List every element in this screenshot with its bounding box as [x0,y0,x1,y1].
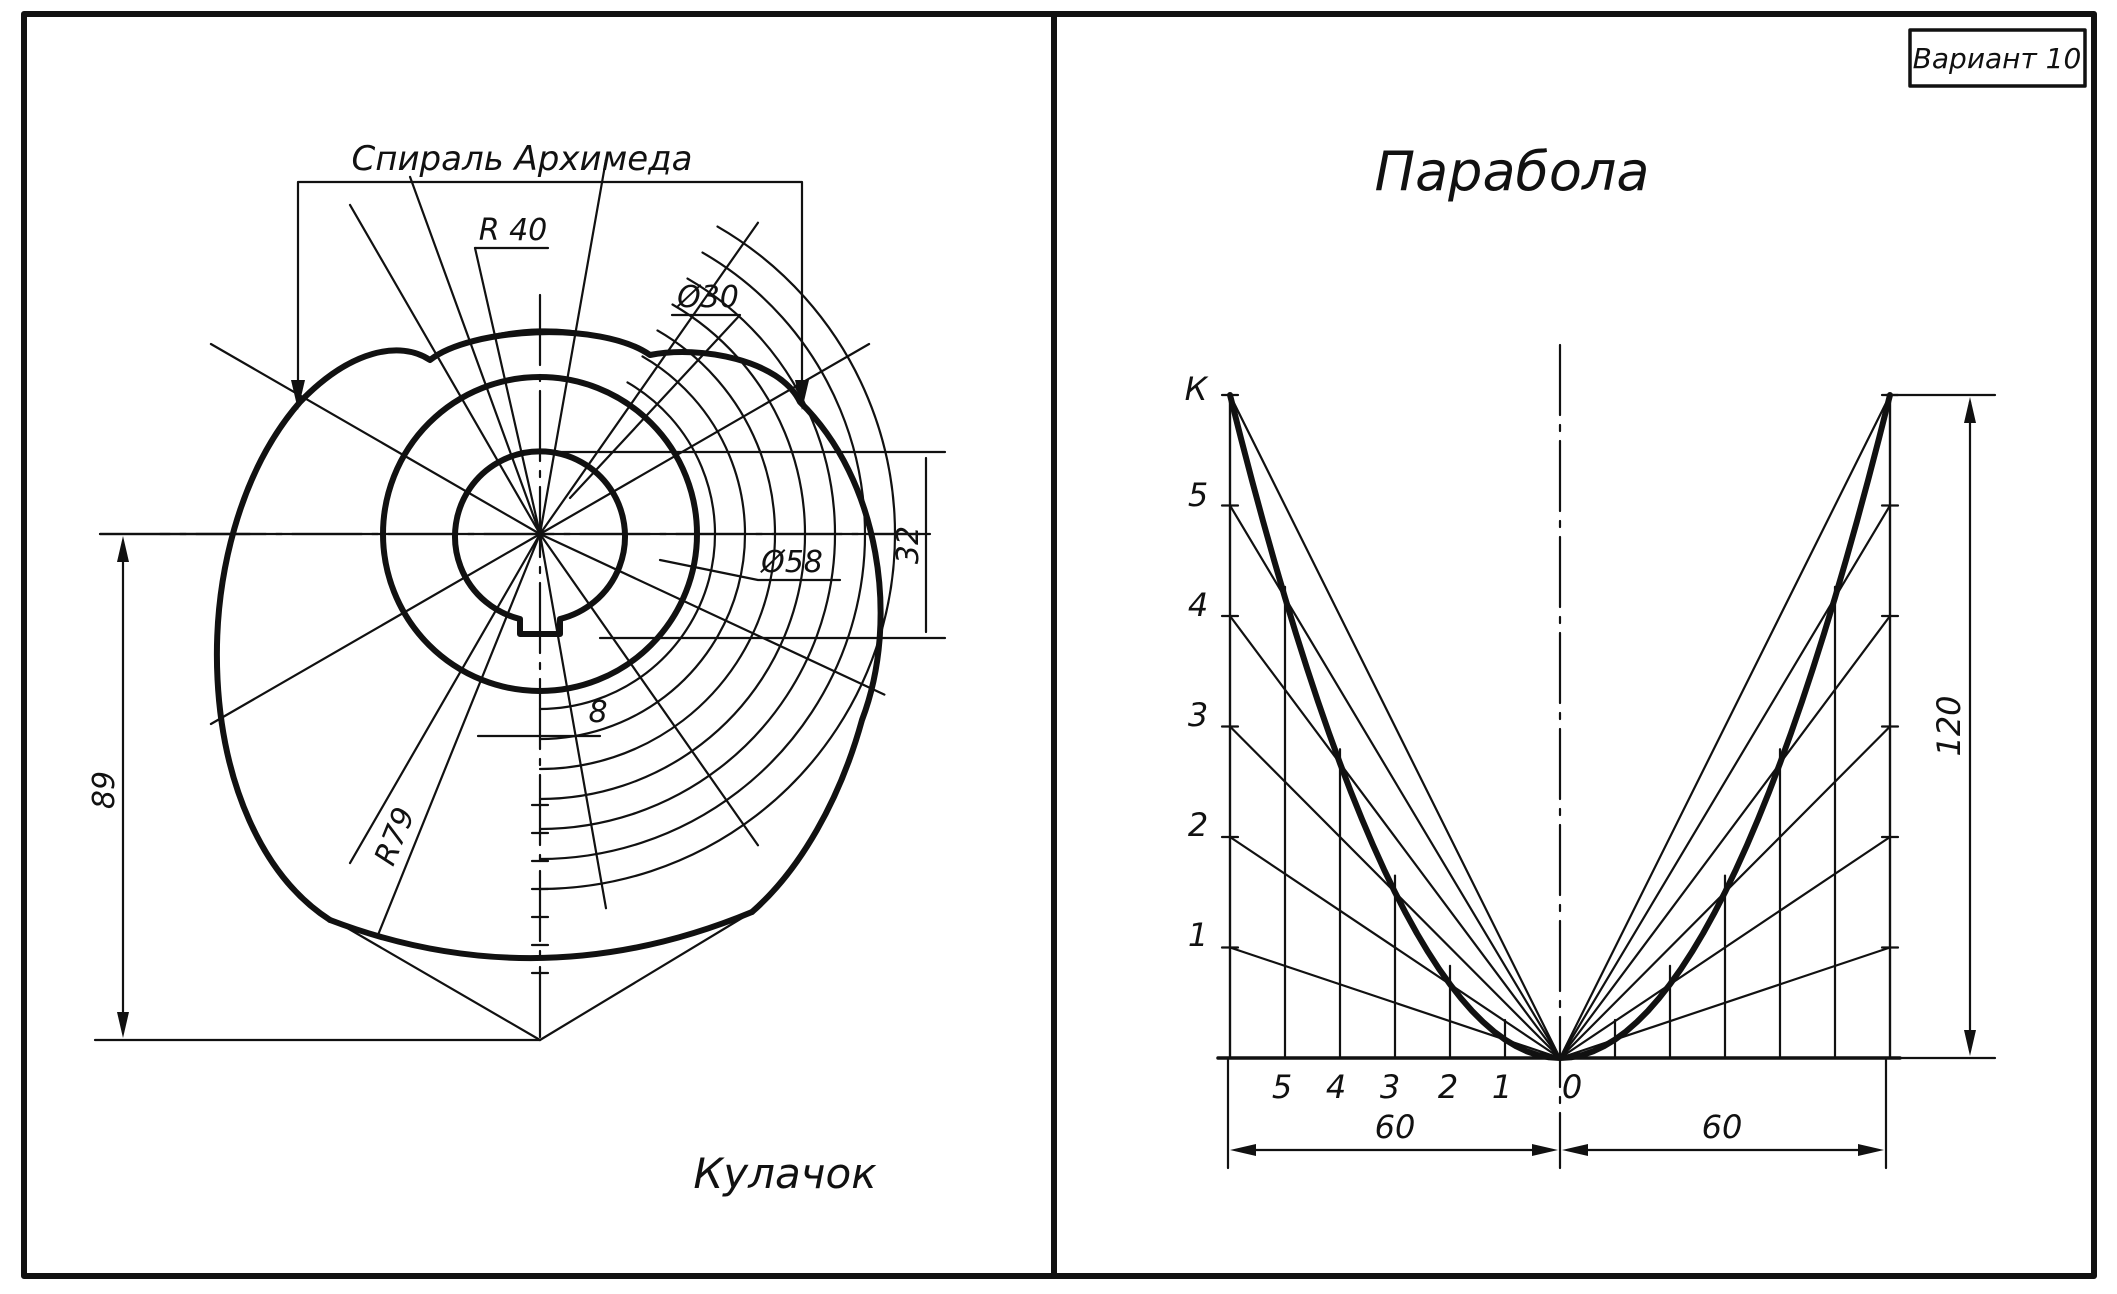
cam-construction-arc [538,381,717,711]
parabola-ray [1558,835,1892,1060]
parabola-curve [1227,392,1893,1061]
r79-dim-line [376,532,542,937]
sheet-frame [21,11,2097,1279]
parabola-construction [1220,393,1900,1060]
cam-drawing: Спираль Архимеда R 40 Ø30 Ø58 32 8 R79 8… [87,139,947,1198]
dim120-arrow-bottom [1964,1030,1976,1056]
d30-leader [568,313,742,500]
dim-d58: Ø58 [759,545,823,580]
cam-construction-arc [538,329,777,771]
spiral-label: Спираль Архимеда [351,139,692,179]
cam-ray [408,175,542,536]
dim60-arrow-3 [1562,1144,1588,1156]
cam-tangent-right [538,910,754,1042]
dim120-arrow-top [1964,397,1976,423]
parabola-ray [1228,614,1562,1060]
dim-120: 120 [1930,695,1968,756]
x-mark-1: 1 [1492,1068,1512,1106]
x-mark-3: 3 [1380,1068,1400,1106]
y-mark-k: К [1185,370,1209,408]
y-mark-3: 3 [1188,696,1208,734]
dim-60-left: 60 [1375,1108,1416,1146]
cam-hub-circle [380,374,700,694]
parabola-ray [1228,835,1562,1060]
d58-leader [658,558,842,582]
x-mark-0: 0 [1562,1068,1582,1106]
cam-ray [538,532,760,847]
cam-ray [209,532,542,726]
cam-construction-arc [538,277,837,831]
variant-label: Вариант 10 [1913,42,2082,75]
cam-construction-arc [538,355,747,741]
cam-ray [348,532,542,865]
dim-60-right: 60 [1702,1108,1743,1146]
y-mark-2: 2 [1188,806,1208,844]
cam-ray [538,532,608,910]
x-mark-4: 4 [1326,1068,1346,1106]
dim-89: 89 [87,771,122,809]
dim-8: 8 [588,695,607,730]
parabola-ray [1228,393,1562,1060]
parabola-ray [1558,393,1892,1060]
spiral-leader [296,180,804,404]
cam-tangent-left [328,916,542,1042]
dim60-arrow-2 [1532,1144,1558,1156]
cam-lower-arc [327,909,755,962]
dim-r79: R79 [368,803,423,871]
cam-ray [209,342,542,536]
variant-box [1908,28,2087,88]
r40-dim-line [473,246,542,536]
cam-caption: Кулачок [693,1149,877,1198]
dim-d30: Ø30 [675,280,739,315]
cam-outer-contour [213,329,884,923]
cam-ray [348,203,542,536]
cam-construction-arc [538,251,867,861]
cam-axis-ticks [530,803,550,975]
spiral-leader-arrow-right [795,380,809,410]
cam-rays [158,158,922,910]
cam-ray [538,532,886,696]
y-mark-1: 1 [1188,916,1208,954]
spiral-leader-arrow-left [291,380,305,410]
x-mark-5: 5 [1272,1068,1292,1106]
x-mark-2: 2 [1438,1068,1458,1106]
parabola-title: Парабола [1374,140,1649,203]
y-mark-5: 5 [1188,476,1208,514]
y-mark-4: 4 [1188,586,1208,624]
cam-ray [538,158,608,536]
dim60-arrow-4 [1858,1144,1884,1156]
dim89-arrow-top [117,536,129,562]
dim-32: 32 [891,526,926,564]
parabola-drawing: Парабола 1 2 3 4 5 К 5 4 3 2 1 0 60 60 [1185,140,1997,1170]
dim-r40: R 40 [479,213,548,248]
parabola-ray [1558,614,1892,1060]
cam-ray [538,221,760,536]
dim89-arrow-bottom [117,1012,129,1038]
cam-construction-arc [538,303,807,801]
cam-ray [538,342,871,536]
dim60-arrow-1 [1230,1144,1256,1156]
